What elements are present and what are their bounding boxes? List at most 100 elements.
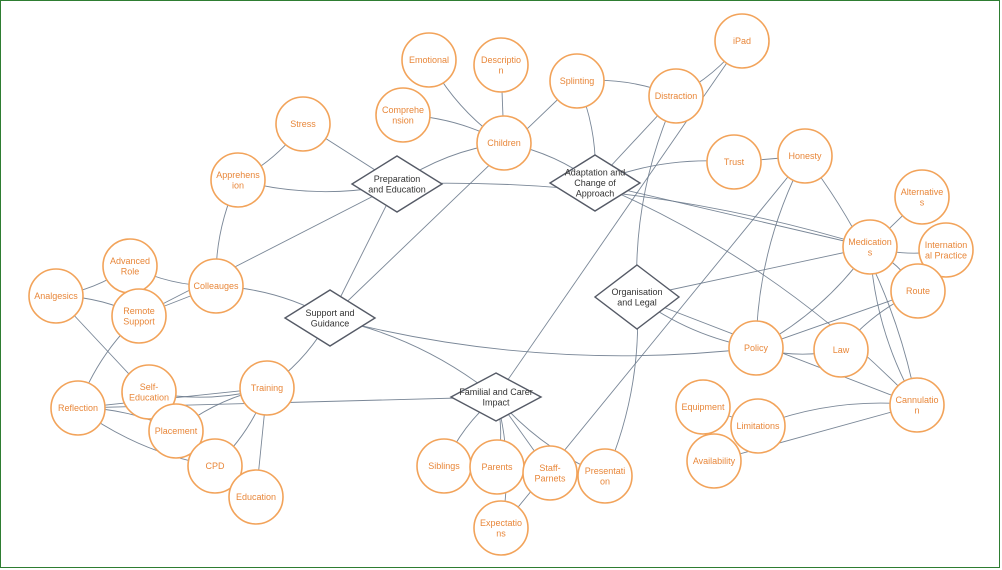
label-line: Children bbox=[487, 138, 521, 148]
node-circle bbox=[894, 169, 950, 225]
node-circle bbox=[111, 288, 167, 344]
node-circle bbox=[188, 258, 244, 314]
node-law: Law bbox=[813, 322, 869, 378]
label-line: Training bbox=[251, 383, 283, 393]
label-line: Education bbox=[236, 492, 276, 502]
label-line: nsion bbox=[392, 115, 414, 125]
node-training: Training bbox=[239, 360, 295, 416]
node-circle bbox=[121, 364, 177, 420]
node-equipment: Equipment bbox=[675, 379, 731, 435]
node-circle bbox=[675, 379, 731, 435]
label-line: Internation bbox=[925, 240, 968, 250]
label-line: Education bbox=[129, 392, 169, 402]
node-circle bbox=[239, 360, 295, 416]
node-circle bbox=[706, 134, 762, 190]
label-line: Change of bbox=[574, 178, 616, 188]
node-circle bbox=[889, 377, 945, 433]
label-line: n bbox=[914, 405, 919, 415]
hub-diamond bbox=[350, 155, 444, 213]
label-line: iPad bbox=[733, 36, 751, 46]
node-circle bbox=[28, 268, 84, 324]
node-circle bbox=[549, 53, 605, 109]
node-colleagues: Colleauges bbox=[188, 258, 244, 314]
node-ipad: iPad bbox=[714, 13, 770, 69]
label-line: Staff- bbox=[539, 463, 560, 473]
node-circle bbox=[476, 115, 532, 171]
node-circle bbox=[813, 322, 869, 378]
node-circle bbox=[842, 219, 898, 275]
label-line: Expectatio bbox=[480, 518, 522, 528]
node-policy: Policy bbox=[728, 320, 784, 376]
label-line: Equipment bbox=[681, 402, 725, 412]
label-line: Availability bbox=[693, 456, 736, 466]
node-placement: Placement bbox=[148, 403, 204, 459]
connector-line bbox=[594, 182, 871, 249]
node-emotional: Emotional bbox=[401, 32, 457, 88]
node-stress: Stress bbox=[275, 96, 331, 152]
node-distraction: Distraction bbox=[648, 68, 704, 124]
label-line: Impact bbox=[482, 397, 510, 407]
hub-diamond bbox=[283, 289, 377, 347]
label-line: Distraction bbox=[655, 91, 698, 101]
label-line: Adaptation and bbox=[565, 168, 626, 178]
label-line: Medication bbox=[848, 237, 892, 247]
node-circle bbox=[728, 320, 784, 376]
hub-diamond bbox=[449, 372, 543, 422]
label-line: Siblings bbox=[428, 461, 460, 471]
node-circle bbox=[714, 13, 770, 69]
node-circle bbox=[473, 37, 529, 93]
label-line: ns bbox=[496, 528, 506, 538]
node-circle bbox=[275, 96, 331, 152]
node-circle bbox=[730, 398, 786, 454]
label-line: Emotional bbox=[409, 55, 449, 65]
label-line: Colleauges bbox=[193, 281, 239, 291]
node-analgesics: Analgesics bbox=[28, 268, 84, 324]
label-line: Preparation bbox=[374, 174, 421, 184]
label-line: Remote bbox=[123, 306, 155, 316]
hub-diamond bbox=[593, 264, 681, 330]
node-circle bbox=[648, 68, 704, 124]
label-line: Descriptio bbox=[481, 55, 521, 65]
node-circle bbox=[375, 87, 431, 143]
label-line: Honesty bbox=[788, 151, 822, 161]
label-line: s bbox=[868, 247, 873, 257]
label-line: and Legal bbox=[617, 297, 657, 307]
label-line: s bbox=[920, 197, 925, 207]
label-line: Advanced bbox=[110, 256, 150, 266]
node-education: Education bbox=[228, 469, 284, 525]
label-line: Trust bbox=[724, 157, 745, 167]
node-cpd: CPD bbox=[187, 438, 243, 494]
node-circle bbox=[777, 128, 833, 184]
label-line: Limitations bbox=[736, 421, 780, 431]
connector-line bbox=[495, 40, 743, 398]
node-selfedu: Self-Education bbox=[121, 364, 177, 420]
node-circle bbox=[577, 448, 633, 504]
node-circle bbox=[187, 438, 243, 494]
node-splinting: Splinting bbox=[549, 53, 605, 109]
connector-line bbox=[396, 182, 871, 248]
label-line: Parents bbox=[481, 462, 513, 472]
label-line: n bbox=[498, 65, 503, 75]
node-circle bbox=[890, 263, 946, 319]
label-line: Guidance bbox=[311, 318, 350, 328]
label-line: Comprehe bbox=[382, 105, 424, 115]
label-line: Presentati bbox=[585, 466, 626, 476]
connector-line bbox=[755, 155, 806, 349]
node-circle bbox=[522, 445, 578, 501]
node-route: Route bbox=[890, 263, 946, 319]
label-line: Analgesics bbox=[34, 291, 78, 301]
